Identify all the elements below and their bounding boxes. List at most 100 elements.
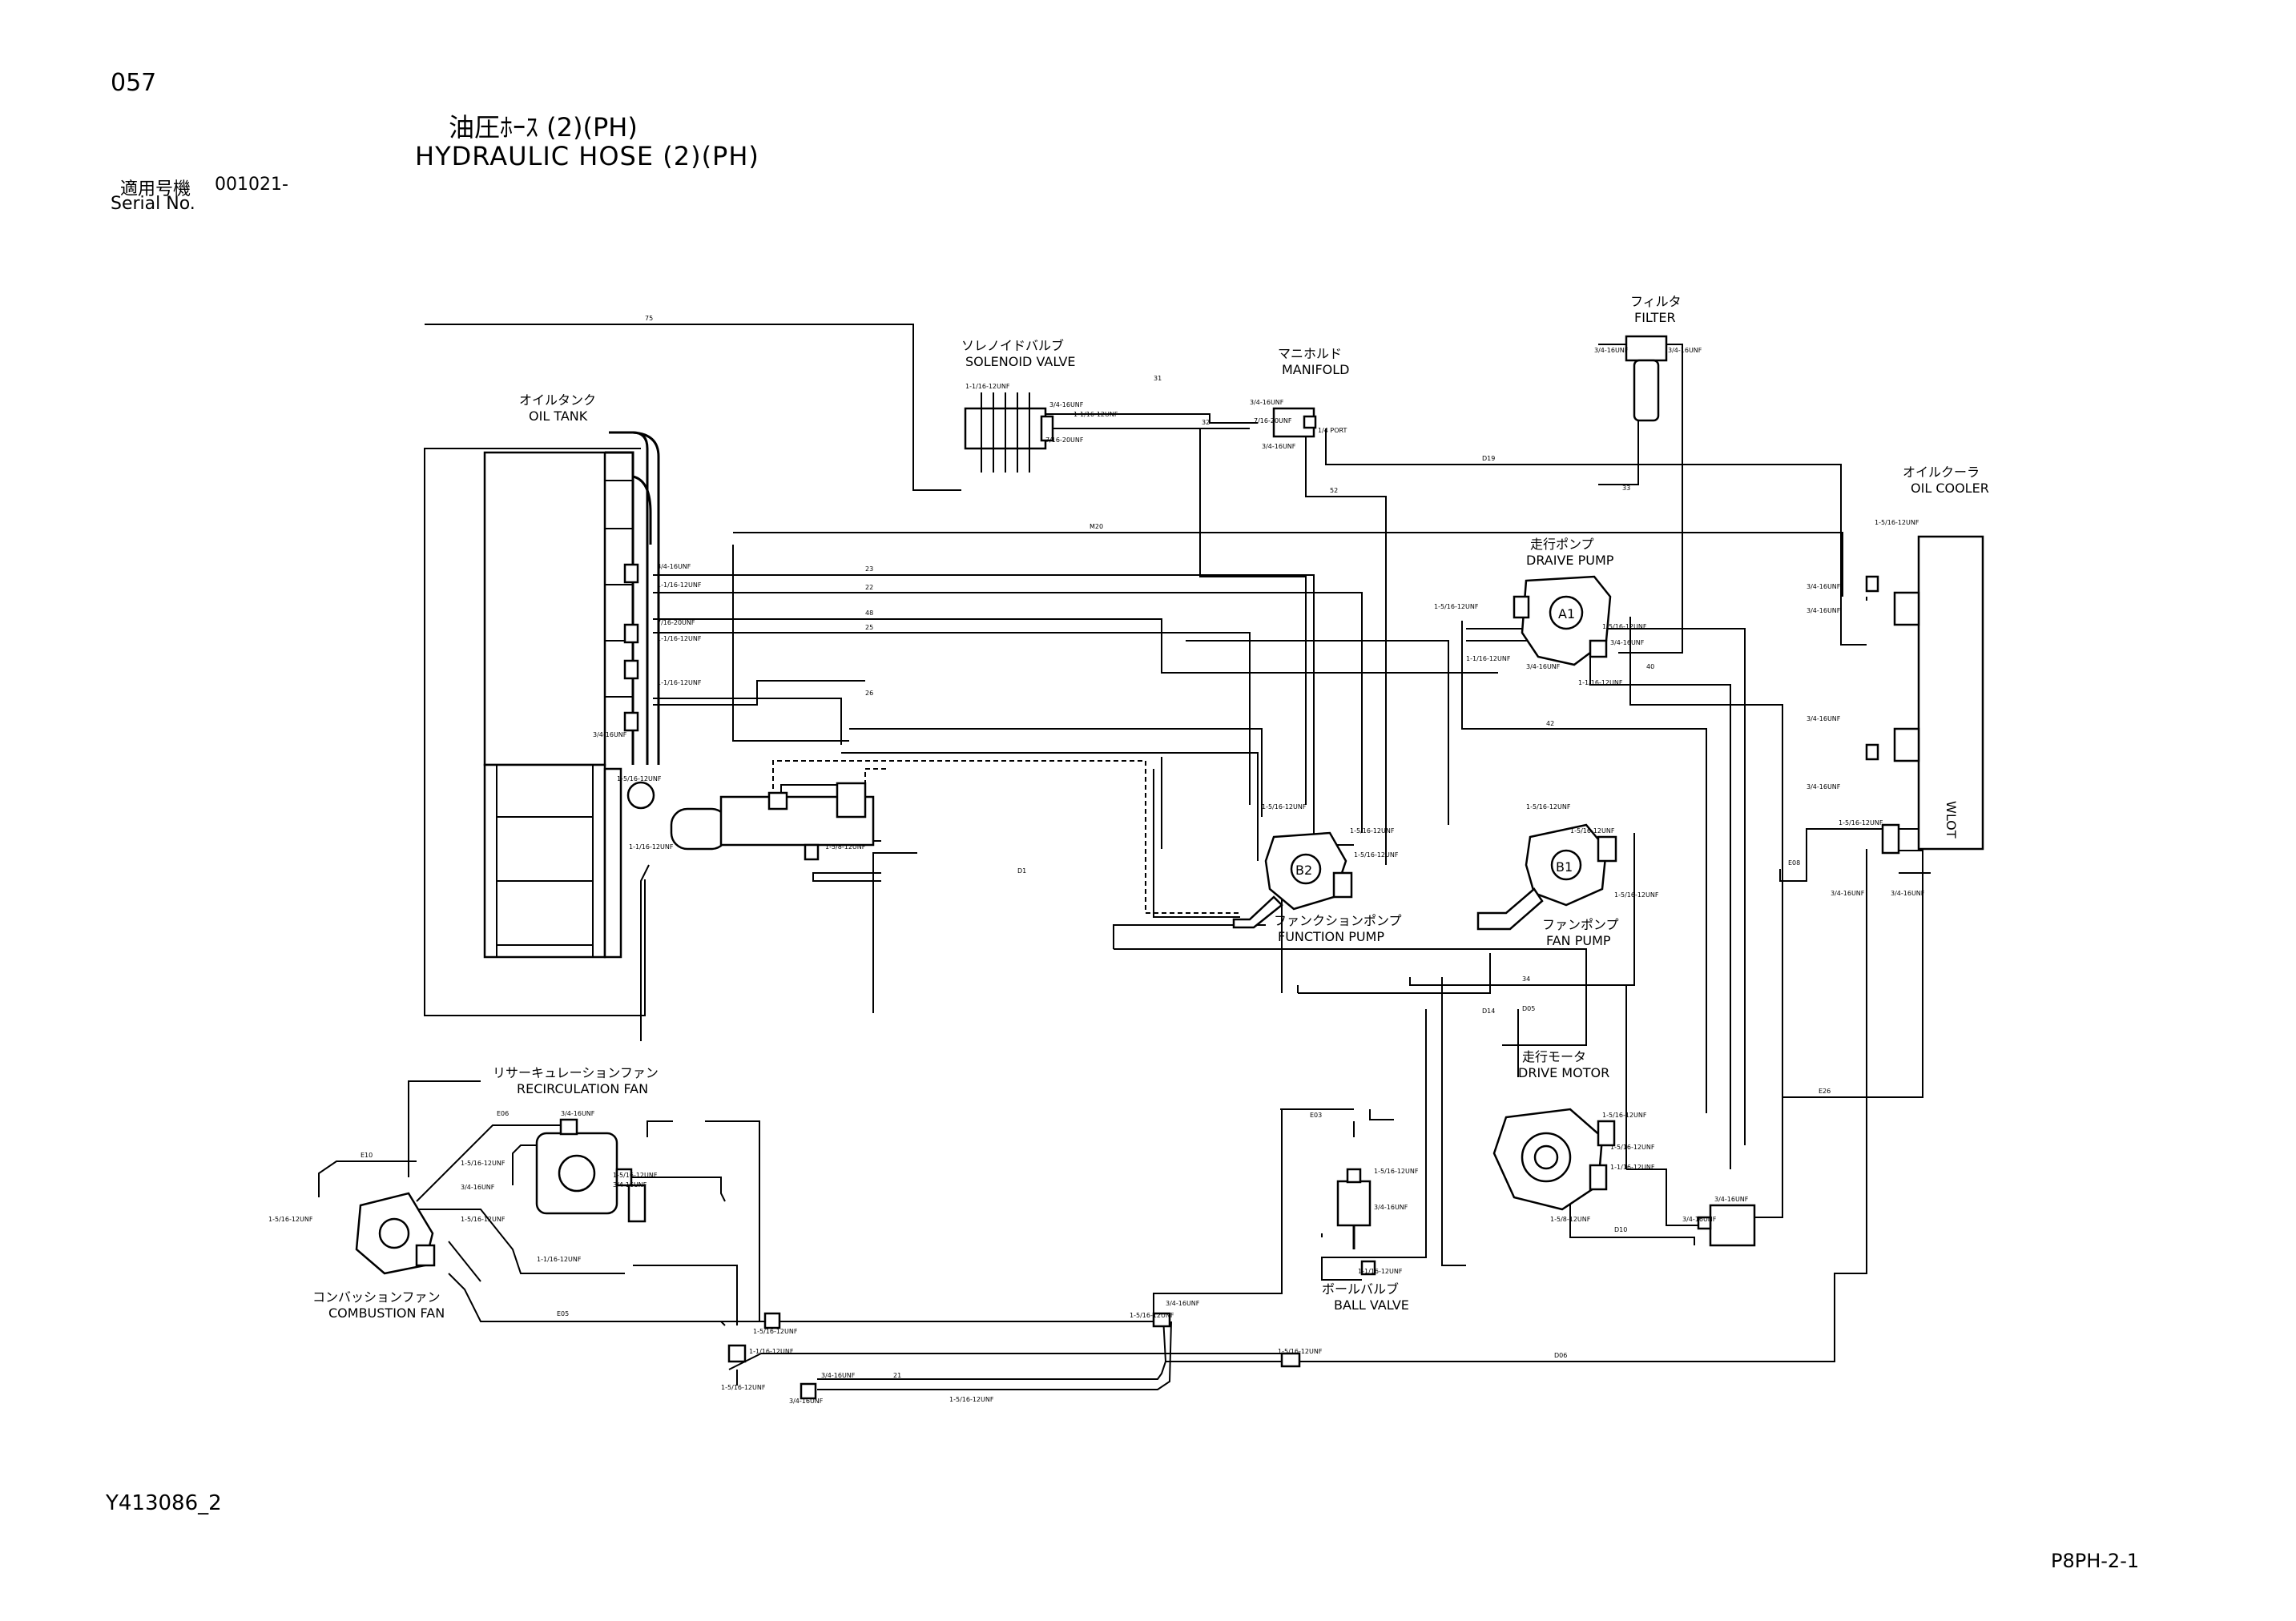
tank-fitting bbox=[623, 623, 639, 644]
tank-return-pipe bbox=[632, 475, 652, 545]
hose-line bbox=[417, 1209, 625, 1274]
fan-pump-fitting bbox=[1597, 835, 1617, 863]
sheet-code: P8PH-2-1 bbox=[2051, 1550, 2140, 1572]
tank-stand-side bbox=[603, 767, 622, 959]
hose-line bbox=[1294, 849, 1867, 1362]
hose-line bbox=[705, 1120, 760, 1321]
hose-line bbox=[424, 448, 646, 1016]
fitting-size-labels: 3/4-16UNF 1-1/16-12UNF 7/16-20UNF 1-1/16… bbox=[268, 347, 1925, 1405]
oil-tank-stand bbox=[483, 763, 606, 959]
fan-pump-label: FAN PUMP bbox=[1546, 933, 1611, 948]
fitting-label: 3/4-16UNF bbox=[1714, 1196, 1749, 1203]
hose-line bbox=[1629, 617, 1783, 1169]
fitting-label: 3/4-16UNF bbox=[1668, 347, 1702, 354]
recirculation-fan-hub bbox=[558, 1154, 596, 1193]
junction-fittings bbox=[727, 1312, 1301, 1400]
hose-number-labels: 75 31 32 23 22 48 25 26 52 33 D19 M20 40… bbox=[361, 315, 1831, 1379]
hose-line bbox=[1441, 977, 1466, 1266]
fitting-label: 3/4-16UNF bbox=[1807, 607, 1841, 614]
hose-label: D10 bbox=[1614, 1226, 1627, 1233]
drive-motor-shaft bbox=[1533, 1144, 1559, 1170]
manifold: マニホルド MANIFOLD bbox=[1272, 346, 1349, 438]
fitting-label: 1-5/16-12UNF bbox=[461, 1160, 506, 1167]
fitting-label: 3/4-16UNF bbox=[1049, 401, 1084, 408]
relief-block bbox=[1697, 1204, 1756, 1247]
hose-label: 33 bbox=[1622, 485, 1630, 492]
ball-valve-label-jp: ボールバルブ bbox=[1322, 1281, 1399, 1297]
drive-motor-fitting bbox=[1597, 1120, 1616, 1147]
fitting-label: 1-5/16-12UNF bbox=[1374, 1168, 1419, 1175]
filter-head bbox=[1625, 335, 1668, 362]
hose-label: 32 bbox=[1202, 419, 1210, 426]
drive-motor: 走行モータ DRIVE MOTOR bbox=[1492, 1049, 1616, 1211]
hose-line bbox=[653, 698, 842, 745]
junction-fitting bbox=[1152, 1312, 1171, 1328]
hose-label: D14 bbox=[1482, 1008, 1495, 1015]
hose-label: 23 bbox=[865, 565, 873, 573]
fan-pump-inlet bbox=[1476, 887, 1544, 931]
hose-line bbox=[657, 1177, 726, 1202]
fitting-label: 1-5/16-12UNF bbox=[753, 1328, 798, 1335]
hose-line bbox=[1626, 1168, 1710, 1226]
hose-line bbox=[318, 1160, 417, 1197]
ball-valve: ボールバルブ BALL VALVE bbox=[1322, 1168, 1409, 1313]
hose-label: 40 bbox=[1646, 663, 1654, 670]
fitting-label: 1-1/16-12UNF bbox=[1358, 1268, 1403, 1275]
fitting-label: 3/4-16UNF bbox=[789, 1398, 824, 1405]
drive-pump-label: DRAIVE PUMP bbox=[1526, 553, 1614, 568]
fitting-label: 3/4-16UNF bbox=[1166, 1300, 1200, 1307]
junction-fitting bbox=[1280, 1352, 1301, 1368]
hose-line bbox=[416, 1124, 561, 1202]
hose-line bbox=[1305, 423, 1387, 865]
fitting-label: 1-5/16-12UNF bbox=[1262, 803, 1307, 810]
hose-label: 21 bbox=[893, 1372, 901, 1379]
fitting-label: 3/4-16UNF bbox=[1374, 1204, 1408, 1211]
oil-cooler-label-jp: オイルクーラ bbox=[1903, 465, 1980, 480]
hose-lines bbox=[318, 324, 1931, 1390]
solenoid-fitting bbox=[1040, 415, 1054, 442]
fitting-label: 3/4-16UNF bbox=[1262, 443, 1296, 450]
fitting-label: 1-5/8-12UNF bbox=[825, 843, 866, 851]
fitting-label: 1-5/16-12UNF bbox=[949, 1396, 994, 1403]
hose-line bbox=[733, 532, 1843, 597]
fitting-label: 3/4-16UNF bbox=[821, 1372, 856, 1379]
fitting-label: 3/4-16UNF bbox=[1807, 583, 1841, 590]
recirculation-fan-fitting bbox=[615, 1168, 633, 1187]
hose-line bbox=[1598, 344, 1639, 485]
hose-line bbox=[812, 872, 881, 882]
function-pump-label-jp: ファンクションポンプ bbox=[1274, 913, 1402, 928]
fitting-label: 1/4 PORT bbox=[1318, 427, 1347, 434]
recirculation-fan-valve bbox=[627, 1184, 647, 1223]
hose-line bbox=[1618, 344, 1683, 654]
fitting-label: 1-1/16-12UNF bbox=[965, 383, 1010, 390]
fan-pump-port bbox=[1550, 849, 1582, 881]
cooler-port bbox=[1893, 727, 1920, 762]
fitting-label: 1-1/16-12UNF bbox=[1578, 679, 1623, 686]
hose-label: E06 bbox=[497, 1110, 509, 1117]
function-pump-port bbox=[1290, 853, 1322, 885]
drive-pump: A1 走行ポンプ DRAIVE PUMP bbox=[1513, 537, 1614, 666]
hose-line bbox=[1153, 769, 1240, 918]
hose-label: 52 bbox=[1330, 487, 1338, 494]
ball-valve-fitting bbox=[1360, 1260, 1376, 1276]
fitting-label: 7/16-20UNF bbox=[1045, 436, 1084, 444]
tank-return-pipe bbox=[623, 431, 660, 765]
page-number: 057 bbox=[111, 69, 157, 97]
tank-fitting bbox=[623, 711, 639, 732]
drive-pump-fitting bbox=[1589, 639, 1608, 658]
combustion-fan-hub bbox=[378, 1217, 410, 1249]
filter-label-jp: フィルタ bbox=[1630, 294, 1682, 309]
fitting-label: 1-1/16-12UNF bbox=[749, 1348, 794, 1355]
pilot-line bbox=[772, 760, 1240, 914]
fitting-label: 1-5/16-12UNF bbox=[268, 1216, 313, 1223]
combustion-fan-fitting bbox=[415, 1244, 436, 1267]
hose-line bbox=[1321, 1017, 1427, 1281]
drive-motor-fitting bbox=[1589, 1164, 1608, 1191]
hose-line bbox=[408, 1080, 481, 1177]
fitting-label: 1-5/16-12UNF bbox=[1350, 827, 1395, 835]
fan-pump-port-b1: B1 bbox=[1556, 859, 1573, 875]
fitting-label: 3/4-16UNF bbox=[593, 731, 627, 738]
fitting-label: 3/4-16UNF bbox=[613, 1181, 647, 1189]
oil-tank-label-jp: オイルタンク bbox=[519, 392, 596, 408]
